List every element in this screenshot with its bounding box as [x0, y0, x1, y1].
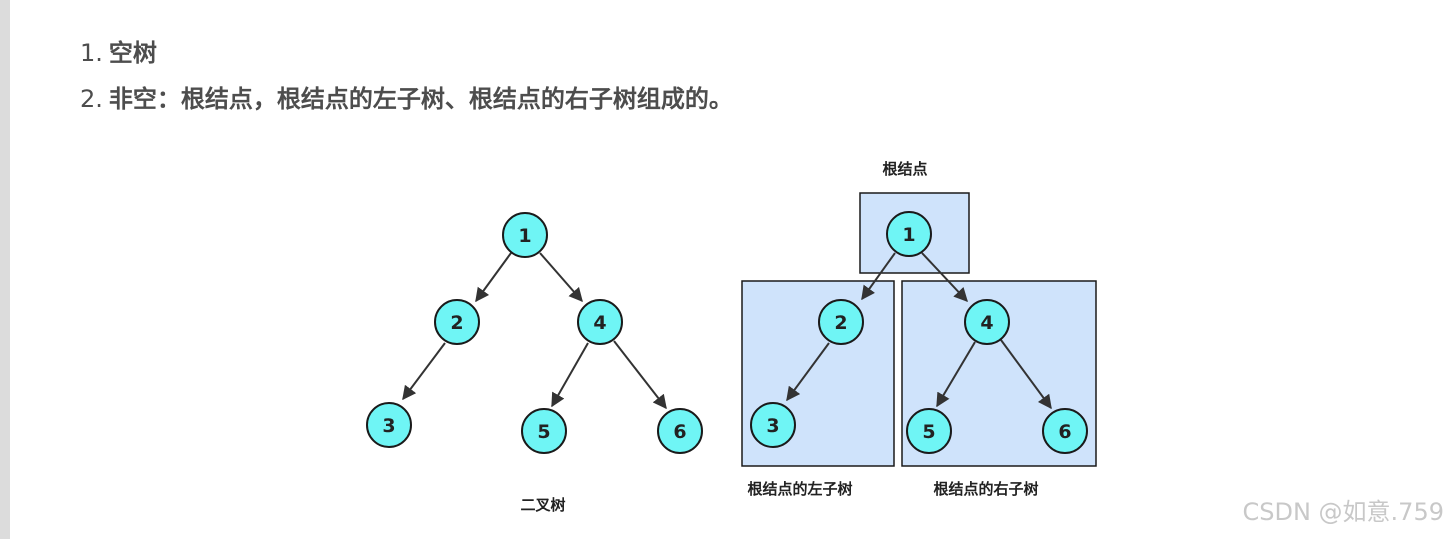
tree-node: 1: [502, 212, 548, 258]
node-label: 3: [382, 415, 395, 437]
node-circle: [818, 299, 864, 345]
list-item-text: 非空：根结点，根结点的左子树、根结点的右子树组成的。: [108, 85, 733, 113]
tree-node: 1: [886, 211, 932, 257]
tree-node: 6: [1042, 408, 1088, 454]
node-circle: [434, 299, 480, 345]
left-tree-nodes: 1 2 4 3 5 6: [366, 212, 703, 454]
node-label: 1: [902, 224, 915, 246]
tree-node: 6: [657, 408, 703, 454]
edge-4-6: [1000, 339, 1052, 410]
list-item-number: 1.: [80, 39, 103, 67]
node-circle: [964, 299, 1010, 345]
node-label: 5: [537, 421, 550, 443]
right-subtree-caption: 根结点的右子树: [933, 480, 1038, 498]
node-circle: [886, 211, 932, 257]
list-item-text: 空树: [108, 39, 157, 67]
node-label: 3: [766, 415, 779, 437]
watermark: CSDN @如意.759: [1242, 498, 1445, 526]
left-border: [0, 0, 10, 539]
node-circle: [1042, 408, 1088, 454]
left-subtree-caption: 根结点的左子树: [747, 480, 852, 498]
edge-2-3: [402, 342, 446, 401]
edge-2-3: [786, 342, 830, 402]
node-label: 6: [673, 421, 686, 443]
tree-node: 3: [750, 402, 796, 448]
edge-4-5: [936, 341, 976, 408]
node-circle: [366, 402, 412, 448]
tree-node: 3: [366, 402, 412, 448]
node-circle: [657, 408, 703, 454]
definition-list: 1.空树 2.非空：根结点，根结点的左子树、根结点的右子树组成的。: [80, 30, 733, 122]
tree-node: 5: [906, 408, 952, 454]
node-circle: [577, 299, 623, 345]
edge-1-2: [475, 252, 512, 303]
edge-4-5: [551, 342, 589, 408]
edge-1-4: [539, 252, 583, 303]
list-item: 1.空树: [80, 30, 733, 76]
edge-1-2: [861, 252, 896, 301]
node-circle: [906, 408, 952, 454]
right-tree-edges: [786, 252, 1052, 410]
right-tree-nodes: 1 2 4 3 5 6: [750, 211, 1088, 454]
node-label: 5: [922, 421, 935, 443]
tree-node: 2: [434, 299, 480, 345]
tree-node: 4: [577, 299, 623, 345]
edge-4-6: [613, 340, 667, 410]
root-node-caption: 根结点: [882, 160, 927, 178]
tree-node: 2: [818, 299, 864, 345]
node-circle: [521, 408, 567, 454]
list-item-number: 2.: [80, 85, 103, 113]
node-label: 4: [980, 312, 993, 334]
node-label: 6: [1058, 421, 1071, 443]
left-tree-edges: [402, 252, 667, 410]
node-circle: [750, 402, 796, 448]
node-label: 2: [450, 312, 463, 334]
tree-node: 4: [964, 299, 1010, 345]
tree-node: 5: [521, 408, 567, 454]
edge-1-4: [921, 252, 968, 303]
node-label: 4: [593, 312, 606, 334]
list-item: 2.非空：根结点，根结点的左子树、根结点的右子树组成的。: [80, 76, 733, 122]
binary-tree-caption: 二叉树: [520, 496, 565, 514]
node-label: 1: [518, 225, 531, 247]
node-label: 2: [834, 312, 847, 334]
node-circle: [502, 212, 548, 258]
